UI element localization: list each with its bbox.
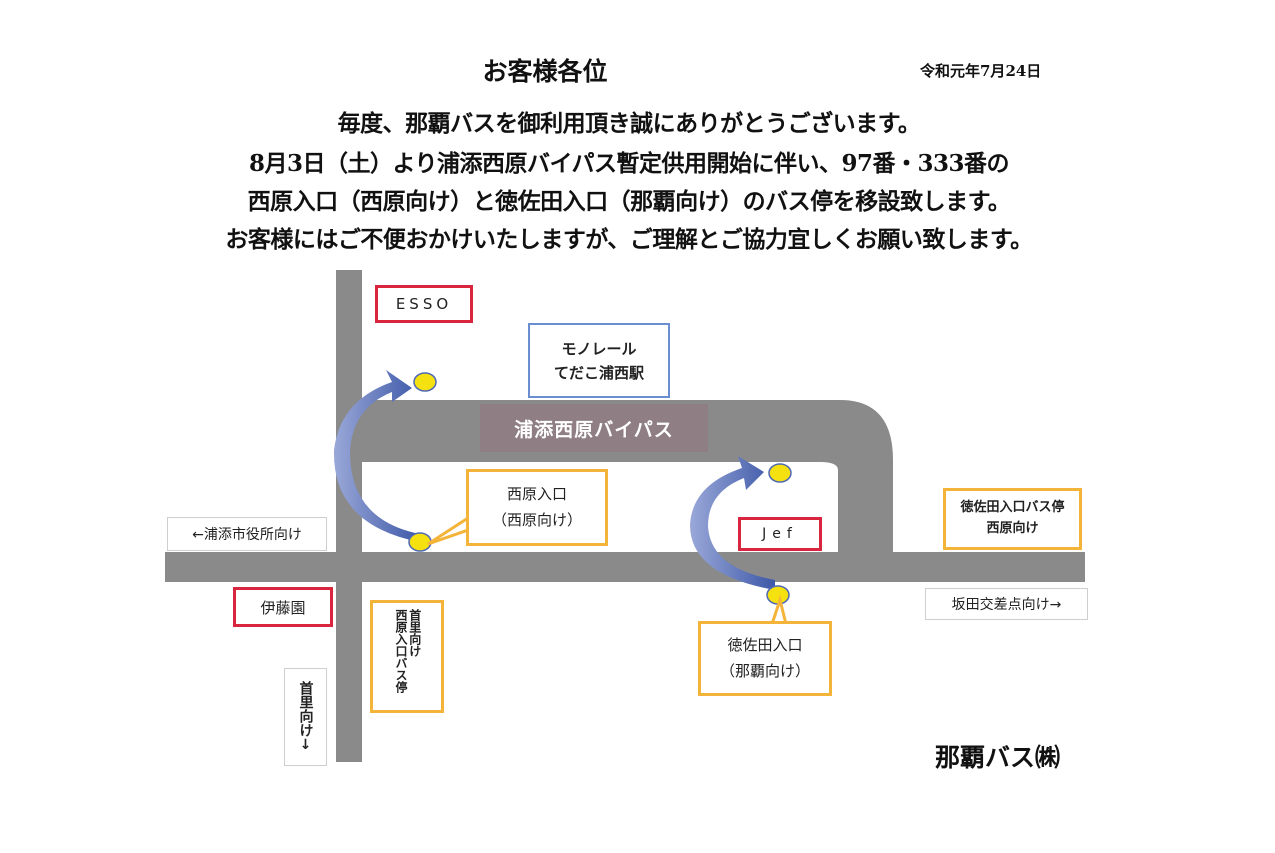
landmark-esso: ESSO — [375, 285, 473, 323]
tokusada-bus-stop-westbound: 徳佐田入口バス停 西原向け — [943, 488, 1082, 550]
nishihara-bus-stop-shuri: 西原入口バス停 首里向け — [370, 600, 444, 713]
vertical-road — [336, 270, 362, 762]
notice-line-3: 西原入口（西原向け）と徳佐田入口（那覇向け）のバス停を移設致します。 — [247, 188, 1011, 215]
tokusada-relocation-arrow — [690, 456, 775, 590]
main-road — [165, 552, 1085, 582]
company-name: 那覇バス㈱ — [935, 743, 1061, 772]
monorail-station-label: てだこ浦西駅 — [553, 363, 644, 382]
nishihara-bus-stop-direction: 首里向け — [407, 609, 422, 657]
bypass-label: 浦添西原バイパス — [480, 404, 708, 452]
callout-tokusada-name: 徳佐田入口 — [727, 636, 803, 654]
direction-sakata-intersection: 坂田交差点向け→ — [925, 588, 1088, 620]
bus-stop-tokusada-new — [768, 463, 792, 483]
nishihara-callout-pointer — [427, 515, 470, 546]
landmark-jef: Jef — [738, 517, 822, 551]
nishihara-relocation-arrow — [333, 370, 420, 542]
notice-greeting: お客様各位 — [482, 57, 608, 86]
monorail-label: モノレール — [561, 339, 637, 358]
notice-line-4: お客様にはご不便おかけいたしますが、ご理解とご協力宜しくお願い致します。 — [225, 226, 1033, 253]
callout-tokusada-iriguchi: 徳佐田入口 （那覇向け） — [698, 621, 832, 696]
callout-nishihara-iriguchi: 西原入口 （西原向け） — [466, 469, 608, 546]
callout-nishihara-direction: （西原向け） — [491, 510, 582, 529]
landmark-monorail-station: モノレール てだこ浦西駅 — [528, 323, 670, 398]
tokusada-bus-stop-direction: 西原向け — [986, 521, 1039, 536]
landmark-itoen: 伊藤園 — [233, 587, 333, 627]
tokusada-bus-stop-name: 徳佐田入口バス停 — [960, 500, 1065, 516]
callout-tokusada-direction: （那覇向け） — [719, 661, 810, 680]
direction-urasoe-city-hall: ←浦添市役所向け — [167, 517, 327, 551]
bus-stop-nishihara-new — [413, 372, 437, 392]
callout-nishihara-name: 西原入口 — [506, 485, 567, 503]
notice-line-2: 8月3日（土）より浦添西原バイパス暫定供用開始に伴い、97番・333番の — [248, 150, 1010, 177]
direction-shuri-text: 首里向け↓ — [297, 681, 314, 753]
direction-shuri: 首里向け↓ — [284, 668, 327, 766]
notice-date: 令和元年7月24日 — [920, 62, 1042, 80]
notice-line-1: 毎度、那覇バスを御利用頂き誠にありがとうございます。 — [337, 110, 921, 137]
nishihara-bus-stop-name: 西原入口バス停 — [394, 609, 408, 693]
bus-stop-nishihara-old — [408, 532, 432, 552]
